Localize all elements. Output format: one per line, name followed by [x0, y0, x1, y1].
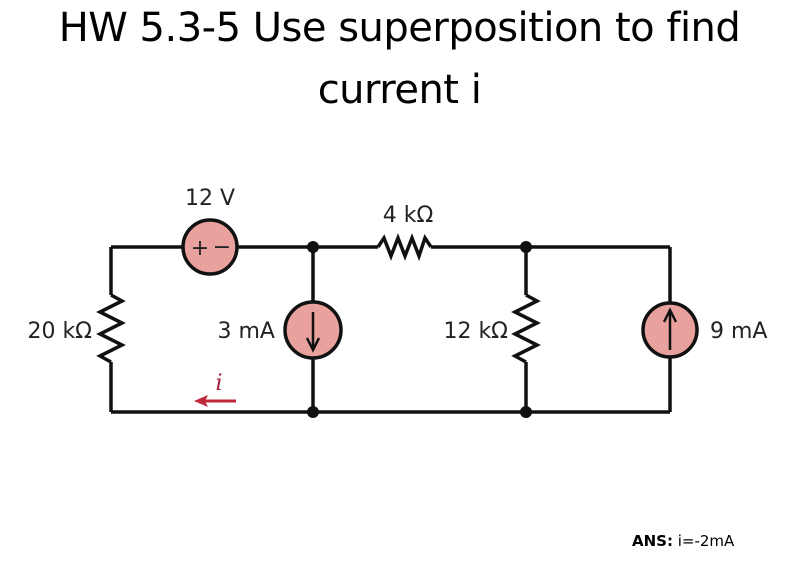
answer-prefix: ANS:: [632, 532, 673, 550]
plus-sign: +: [191, 236, 209, 261]
resistor-12k-label: 12 kΩ: [443, 319, 508, 344]
current-source-9ma-label: 9 mA: [710, 319, 767, 344]
arrow-left-icon: [194, 395, 208, 407]
voltage-source-12v: + −: [181, 218, 239, 276]
title-line-1: HW 5.3-5 Use superposition to find: [58, 5, 741, 51]
answer-value: i=-2mA: [672, 532, 735, 550]
node-top-left: [307, 241, 319, 253]
answer-text: ANS: i=-2mA: [632, 532, 734, 550]
resistor-12k-symbol: [511, 293, 541, 364]
node-bottom-right: [520, 406, 532, 418]
current-i-arrow: [194, 395, 236, 407]
current-source-9ma: [641, 301, 699, 359]
node-bottom-left: [307, 406, 319, 418]
current-source-3ma-label: 3 mA: [218, 319, 275, 344]
resistor-4k-label: 4 kΩ: [383, 203, 434, 228]
current-i-label: i: [215, 371, 222, 396]
voltage-source-label: 12 V: [185, 186, 235, 211]
resistor-20k-symbol: [96, 293, 126, 364]
node-top-right: [520, 241, 532, 253]
title-line-2: current i: [317, 67, 482, 113]
resistor-4k-symbol: [376, 233, 433, 262]
resistor-20k-label: 20 kΩ: [27, 319, 92, 344]
minus-sign: −: [213, 235, 231, 260]
current-source-3ma: [283, 300, 343, 360]
